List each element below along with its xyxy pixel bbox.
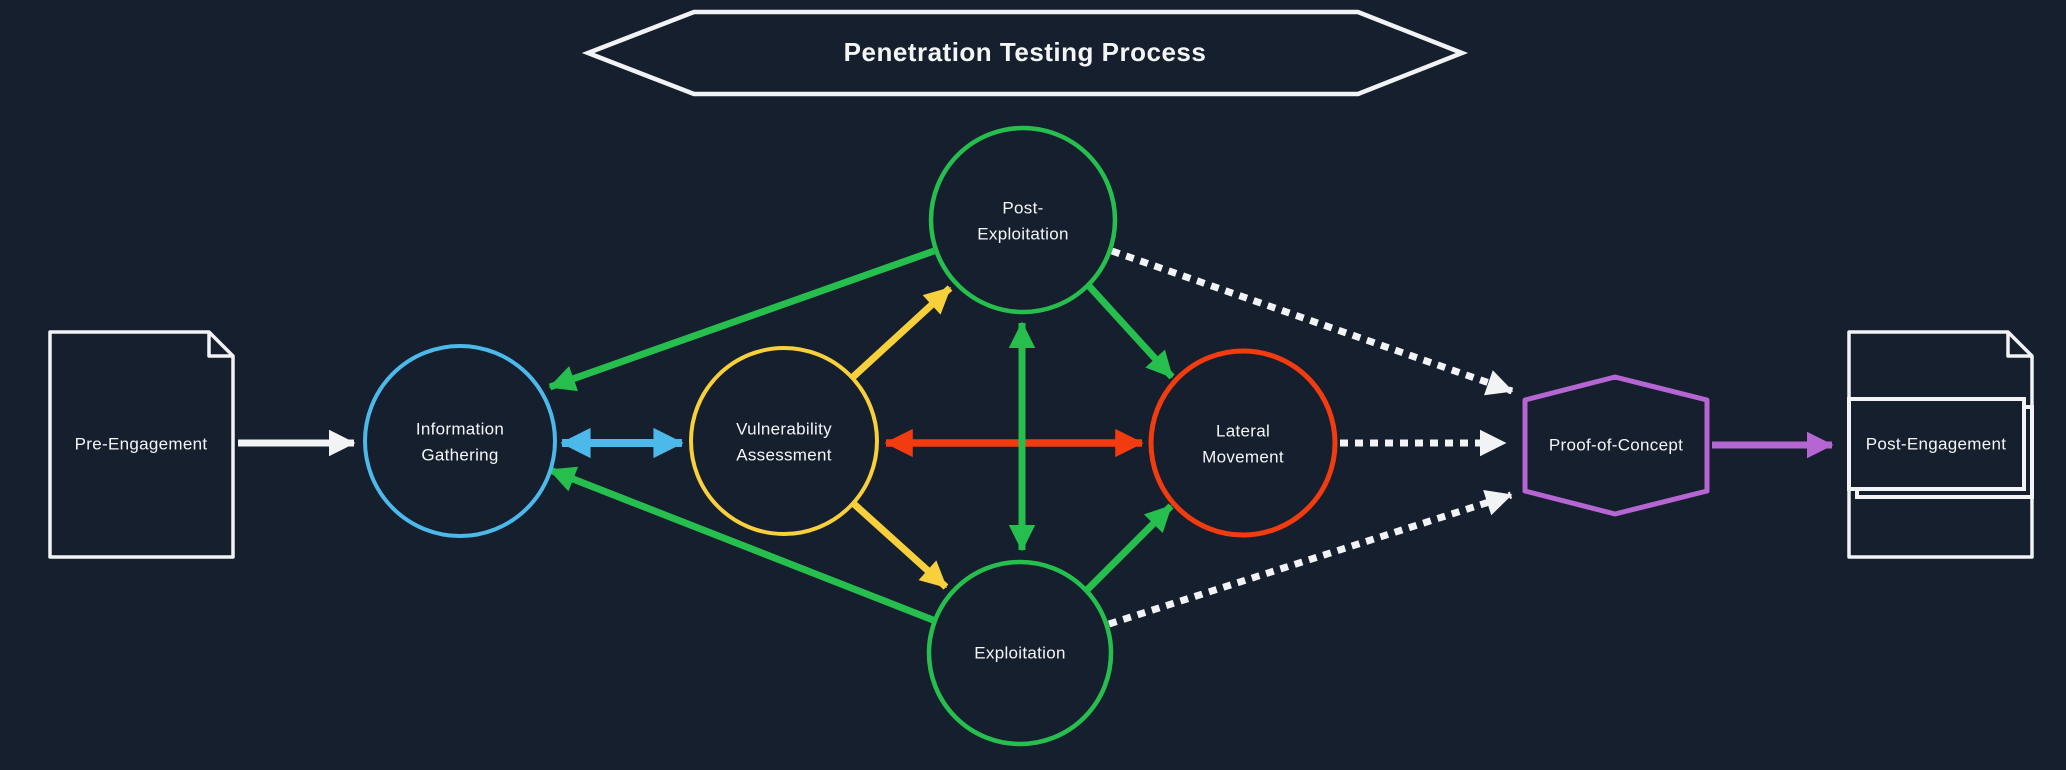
title-banner: Penetration Testing Process bbox=[581, 9, 1469, 97]
post-engagement-label: Post-Engagement bbox=[1866, 434, 2007, 453]
exploitation-label: Exploitation bbox=[974, 643, 1066, 662]
title-banner-shape bbox=[581, 9, 1469, 97]
pre-engagement-label: Pre-Engagement bbox=[75, 434, 208, 453]
post-exploitation-label-line1: Post- bbox=[1002, 198, 1043, 217]
node-proof-of-concept: Proof-of-Concept bbox=[1522, 374, 1710, 517]
node-vulnerability-assessment: Vulnerability Assessment bbox=[689, 346, 879, 536]
pre-engagement-document-shape bbox=[48, 330, 235, 559]
arrow-post-exploitation-to-information-gathering bbox=[548, 247, 936, 392]
information-gathering-label-line2: Gathering bbox=[421, 445, 498, 464]
edges-layer bbox=[238, 247, 1834, 628]
arrow-vulnerability-assessment-to-exploitation bbox=[851, 501, 949, 590]
dotted-arrow-exploitation-to-proof-of-concept bbox=[1107, 490, 1513, 628]
post-exploitation-label-line2: Exploitation bbox=[977, 224, 1069, 243]
proof-of-concept-hexagon bbox=[1522, 374, 1710, 517]
lateral-movement-label-line1: Lateral bbox=[1216, 421, 1270, 440]
information-gathering-circle bbox=[363, 344, 557, 538]
arrow-exploitation-to-lateral-movement bbox=[1084, 503, 1174, 593]
node-information-gathering: Information Gathering bbox=[363, 344, 557, 538]
page-title: Penetration Testing Process bbox=[844, 37, 1207, 67]
vulnerability-assessment-label-line1: Vulnerability bbox=[736, 419, 832, 438]
dotted-arrow-post-exploitation-to-proof-of-concept bbox=[1110, 247, 1514, 396]
post-exploitation-circle bbox=[928, 125, 1118, 315]
pre-engagement-document-fold bbox=[207, 332, 233, 358]
post-engagement-document-fold bbox=[2006, 332, 2032, 358]
node-exploitation: Exploitation bbox=[926, 559, 1114, 747]
arrow-exploitation-to-information-gathering bbox=[548, 466, 935, 624]
information-gathering-label-line1: Information bbox=[416, 419, 504, 438]
arrow-vulnerability-assessment-to-post-exploitation bbox=[850, 285, 953, 380]
vulnerability-assessment-circle bbox=[689, 346, 879, 536]
node-post-exploitation: Post- Exploitation bbox=[928, 125, 1118, 315]
node-post-engagement: Post-Engagement bbox=[1847, 330, 2034, 559]
post-engagement-label-box bbox=[1847, 397, 2026, 491]
proof-of-concept-label: Proof-of-Concept bbox=[1549, 435, 1683, 454]
lateral-movement-circle bbox=[1148, 348, 1338, 538]
node-pre-engagement: Pre-Engagement bbox=[48, 330, 235, 559]
arrow-post-exploitation-to-lateral-movement bbox=[1086, 283, 1175, 380]
lateral-movement-label-line2: Movement bbox=[1202, 447, 1284, 466]
vulnerability-assessment-label-line2: Assessment bbox=[736, 445, 832, 464]
node-lateral-movement: Lateral Movement bbox=[1148, 348, 1338, 538]
exploitation-circle bbox=[926, 559, 1114, 747]
